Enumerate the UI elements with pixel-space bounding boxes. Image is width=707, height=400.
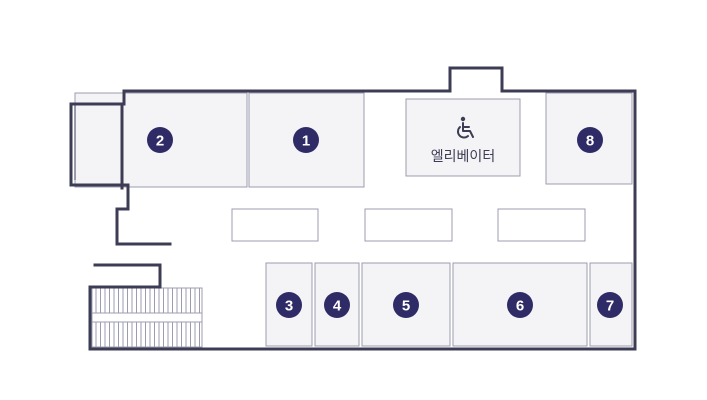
- room-2-number: 2: [156, 133, 164, 150]
- elevator-label: 엘리베이터: [431, 149, 495, 165]
- wheelchair-icon: [457, 116, 474, 139]
- room-8-badge[interactable]: 8: [577, 127, 603, 153]
- room-7-badge[interactable]: 7: [597, 292, 623, 318]
- outer-wall: [69, 102, 172, 246]
- room-1-badge[interactable]: 1: [293, 127, 319, 153]
- center-box-left: [231, 208, 319, 242]
- room-6-number: 6: [516, 298, 524, 315]
- room-7-number: 7: [606, 298, 614, 315]
- stairs: [91, 287, 203, 348]
- room-5-badge[interactable]: 5: [393, 292, 419, 318]
- room-4-badge[interactable]: 4: [324, 292, 350, 318]
- room-8-number: 8: [586, 133, 594, 150]
- elevator[interactable]: 엘리베이터: [431, 116, 495, 165]
- outer-wall-top: [88, 66, 637, 351]
- center-box-middle: [364, 208, 453, 242]
- room-3-badge[interactable]: 3: [276, 292, 302, 318]
- room-4-number: 4: [333, 298, 342, 315]
- room-3-number: 3: [285, 298, 293, 315]
- room-2-badge[interactable]: 2: [147, 127, 173, 153]
- room-1-number: 1: [302, 133, 310, 150]
- room-6-badge[interactable]: 6: [507, 292, 533, 318]
- center-box-right: [497, 208, 586, 242]
- room-5-number: 5: [402, 298, 410, 315]
